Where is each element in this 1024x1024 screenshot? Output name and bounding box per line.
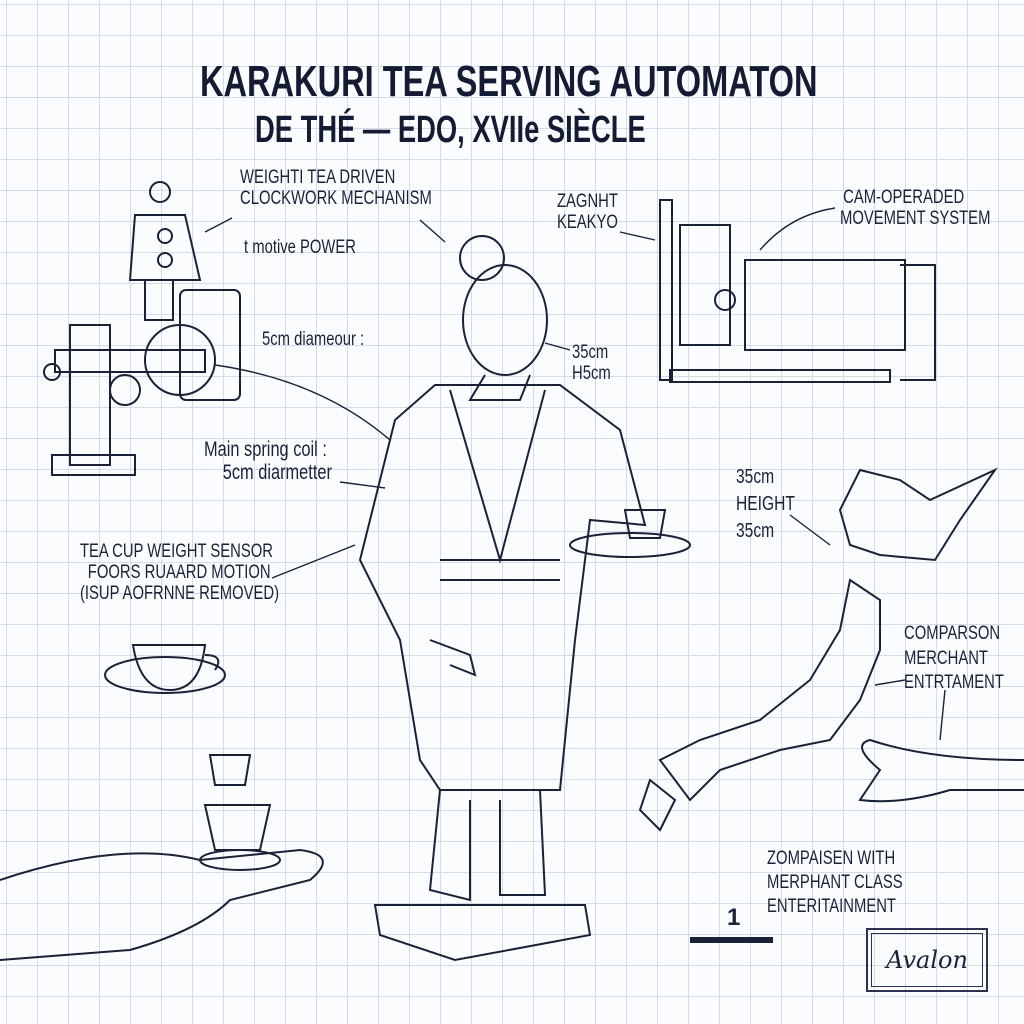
avalon-stamp-text: Avalon bbox=[886, 946, 968, 974]
diameter-label: 5cm diameour : bbox=[262, 329, 365, 350]
main-spring-line: 5cm diarmetter bbox=[222, 461, 332, 485]
comparison-bottom-line: MERPHANT CLASS bbox=[767, 871, 903, 893]
clockwork-mechanism-drawing bbox=[43, 181, 241, 476]
motive-power-label: t motive POWER bbox=[244, 237, 356, 258]
height-label: 35cm HEIGHT 35cm bbox=[736, 464, 795, 545]
head-size-line: 35cm bbox=[572, 342, 609, 363]
head-size-line: H5cm bbox=[572, 362, 611, 384]
head-size-label: 35cm H5cm bbox=[572, 342, 611, 385]
tea-cup-sensor-line: TEA CUP WEIGHT SENSOR bbox=[80, 541, 273, 562]
clockwork-label-line: CLOCKWORK MECHANISM bbox=[240, 187, 432, 209]
page-number: 1 bbox=[727, 904, 741, 931]
cam-system-drawing bbox=[659, 199, 936, 383]
zagnht-line: ZAGNHT bbox=[557, 191, 618, 212]
cam-label: CAM-OPERADED MOVEMENT SYSTEM bbox=[840, 187, 991, 230]
hands-and-cups-drawing bbox=[0, 644, 1024, 961]
clockwork-label-line: WEIGHTI TEA DRIVEN bbox=[240, 167, 396, 188]
tea-cup-sensor-line: FOORS RUAARD MOTION bbox=[87, 561, 271, 583]
clockwork-label: WEIGHTI TEA DRIVEN CLOCKWORK MECHANISM bbox=[240, 167, 432, 210]
page-subtitle: DE THÉ — EDO, XVIIe SIÈCLE bbox=[255, 109, 646, 151]
height-line: HEIGHT bbox=[736, 493, 795, 515]
comparison-right-line: COMPARSON bbox=[904, 623, 1001, 644]
cam-line: CAM-OPERADED bbox=[843, 187, 965, 208]
cam-line: MOVEMENT SYSTEM bbox=[840, 207, 991, 229]
tea-cup-sensor-line: (ISUP AOFRNNE REMOVED) bbox=[80, 582, 280, 604]
comparison-right-label: COMPARSON MERCHANT ENTRTAMENT bbox=[904, 622, 1004, 696]
height-line: 35cm bbox=[736, 520, 775, 542]
leader-arrows bbox=[204, 207, 946, 741]
japan-map-drawing bbox=[638, 467, 998, 832]
zagnht-line: KEAKYO bbox=[557, 211, 618, 233]
page-title: KARAKURI TEA SERVING AUTOMATON bbox=[200, 57, 818, 106]
comparison-bottom-label: ZOMPAISEN WITH MERPHANT CLASS ENTERITAIN… bbox=[767, 847, 903, 918]
comparison-right-line: ENTRTAMENT bbox=[904, 672, 1004, 694]
page-number-bar bbox=[690, 937, 773, 943]
avalon-stamp: Avalon bbox=[866, 928, 988, 992]
tea-cup-sensor-label: TEA CUP WEIGHT SENSOR FOORS RUAARD MOTIO… bbox=[80, 541, 280, 605]
automaton-figure-drawing bbox=[358, 235, 691, 962]
height-line: 35cm bbox=[736, 466, 775, 488]
comparison-right-line: MERCHANT bbox=[904, 647, 988, 669]
zagnht-label: ZAGNHT KEAKYO bbox=[557, 191, 618, 234]
main-spring-line: Main spring coil : bbox=[204, 438, 327, 461]
main-spring-label: Main spring coil : 5cm diarmetter bbox=[204, 438, 332, 484]
comparison-bottom-line: ZOMPAISEN WITH bbox=[767, 848, 896, 869]
comparison-bottom-line: ENTERITAINMENT bbox=[767, 895, 896, 917]
